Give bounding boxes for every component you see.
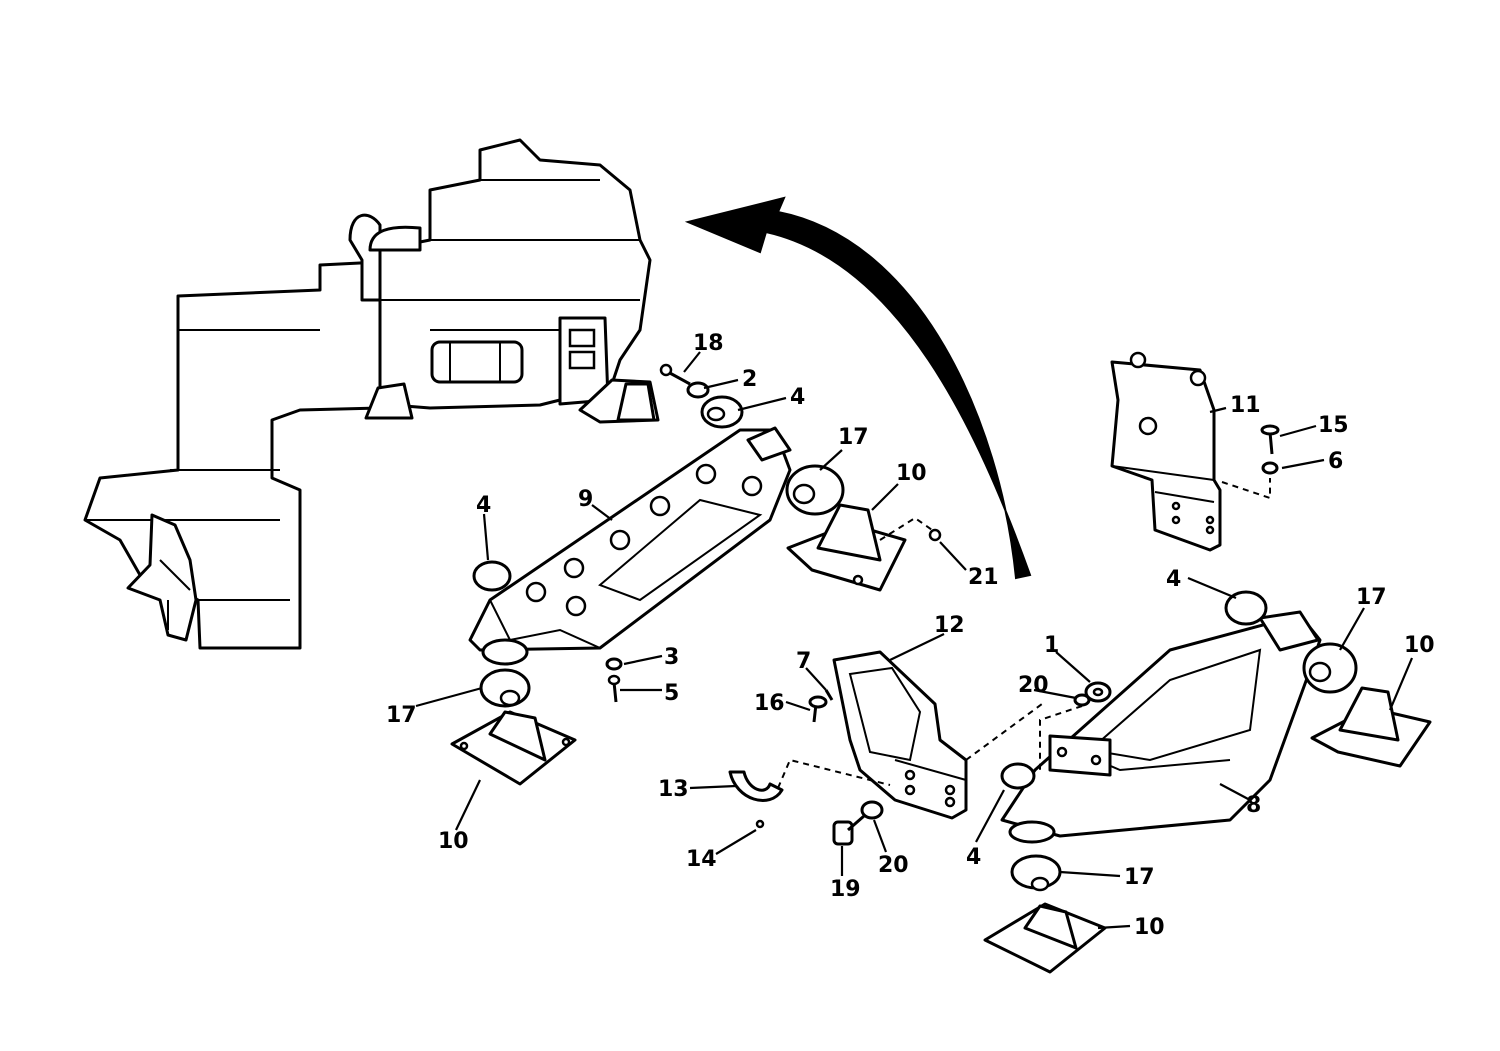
label-10: 10: [1404, 633, 1435, 658]
right-mount-cradle: [1000, 610, 1322, 838]
label-15: 15: [1318, 413, 1349, 438]
label-4: 4: [1166, 567, 1181, 592]
label-8: 8: [1246, 793, 1261, 818]
label-12: 12: [934, 613, 965, 638]
propeller: [126, 513, 198, 642]
label-19: 19: [830, 877, 861, 902]
label-17: 17: [1356, 585, 1387, 610]
engine-foot-left: [364, 382, 414, 420]
starter-motor: [430, 340, 524, 384]
bracket-12: [832, 650, 968, 820]
label-10: 10: [896, 461, 927, 486]
label-1: 1: [1044, 633, 1059, 658]
label-17: 17: [838, 425, 869, 450]
bracket-11: [1110, 351, 1222, 552]
left-mount-cradle: [468, 426, 792, 652]
label-4: 4: [476, 493, 491, 518]
label-9: 9: [578, 487, 593, 512]
label-17: 17: [386, 703, 417, 728]
label-21: 21: [968, 565, 999, 590]
label-18: 18: [693, 331, 724, 356]
label-11: 11: [1230, 393, 1261, 418]
label-4: 4: [966, 845, 981, 870]
engine-assembly: [83, 138, 660, 650]
label-13: 13: [658, 777, 689, 802]
label-10: 10: [438, 829, 469, 854]
label-6: 6: [1328, 449, 1343, 474]
label-14: 14: [686, 847, 717, 872]
label-16: 16: [754, 691, 785, 716]
exhaust-pipe: [348, 213, 382, 302]
label-17: 17: [1124, 865, 1155, 890]
label-4: 4: [790, 385, 805, 410]
label-5: 5: [664, 681, 679, 706]
label-2: 2: [742, 367, 757, 392]
label-10: 10: [1134, 915, 1165, 940]
callout-labels: 18 2 4 17 10 21 9 4 3 5 17 10 11 15 6 4 …: [386, 331, 1435, 940]
assembly-direction-arrow: [684, 196, 1032, 580]
leader-lines: [415, 351, 1414, 930]
label-20: 20: [878, 853, 909, 878]
label-20: 20: [1018, 673, 1049, 698]
label-7: 7: [796, 649, 811, 674]
label-3: 3: [664, 645, 679, 670]
stern-drive: [83, 260, 382, 650]
